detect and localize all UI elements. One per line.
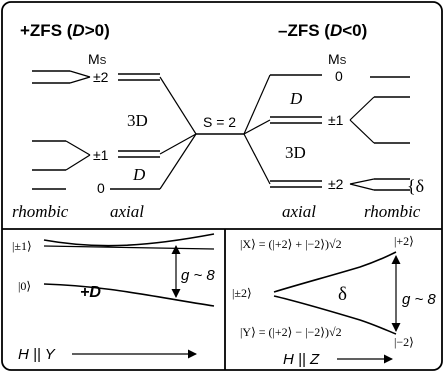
field-label-y: H || Y <box>18 346 56 363</box>
field-label-z: H || Z <box>283 351 320 368</box>
plus-D-label: +D <box>80 284 101 301</box>
left-3D: 3D <box>127 111 148 130</box>
delta-label: δ <box>338 284 347 305</box>
left-rhombic-levels <box>32 70 91 190</box>
right-ms-pm1: ±1 <box>328 112 344 128</box>
right-title: –ZFS (D<0) <box>278 21 367 40</box>
right-D: D <box>289 89 303 108</box>
top-panel: +ZFS (D>0) –ZFS (D<0) MS MS ±2 ±1 0 <box>12 21 424 221</box>
left-ms-pm1: ±1 <box>93 147 109 163</box>
right-rhombic-levels <box>349 76 410 191</box>
ms-label-right: MS <box>328 51 347 67</box>
rhombic-delta-brace: {δ <box>407 176 424 196</box>
bottom-left-panel: |±1⟩ |0⟩ +D g ~ 8 H || Y <box>12 233 215 363</box>
ms-label-left: MS <box>88 51 107 67</box>
left-ms-pm2: ±2 <box>93 69 109 85</box>
left-D: D <box>132 165 146 184</box>
left-ms-0: 0 <box>97 180 105 196</box>
g-label-left: g ~ 8 <box>181 267 215 284</box>
level-0-falling <box>43 283 215 307</box>
left-title: +ZFS (D>0) <box>20 21 110 40</box>
left-axial-levels <box>110 73 160 190</box>
level-pm1-rising <box>43 233 215 247</box>
ket-X: |X⟩ = (|+2⟩ + |−2⟩)√2 <box>240 237 342 251</box>
label-axial-left: axial <box>110 202 144 221</box>
right-ms-pm2: ±2 <box>328 176 344 192</box>
label-rhombic-right: rhombic <box>364 202 421 221</box>
ket-pm2: |±2⟩ <box>232 286 252 300</box>
level-pm1-flat <box>43 245 215 250</box>
g-label-right: g ~ 8 <box>402 291 436 308</box>
ket-0: |0⟩ <box>18 279 31 293</box>
right-ms-0: 0 <box>335 68 343 84</box>
bottom-right-panel: |X⟩ = (|+2⟩ + |−2⟩)√2 |+2⟩ |±2⟩ δ g ~ 8 … <box>232 234 436 368</box>
spin-label: S = 2 <box>203 114 236 130</box>
level-connectors <box>159 74 271 190</box>
level-X <box>273 251 397 293</box>
ket-Y: |Y⟩ = (|+2⟩ − |−2⟩)√2 <box>240 325 342 339</box>
ket-pm1: |±1⟩ <box>12 239 32 253</box>
ket-minus2: |−2⟩ <box>394 335 414 349</box>
label-axial-right: axial <box>282 202 316 221</box>
right-axial-levels <box>270 74 322 188</box>
ket-plus2: |+2⟩ <box>394 234 414 248</box>
level-Y <box>273 295 397 335</box>
right-3D: 3D <box>285 143 306 162</box>
label-rhombic-left: rhombic <box>12 202 69 221</box>
